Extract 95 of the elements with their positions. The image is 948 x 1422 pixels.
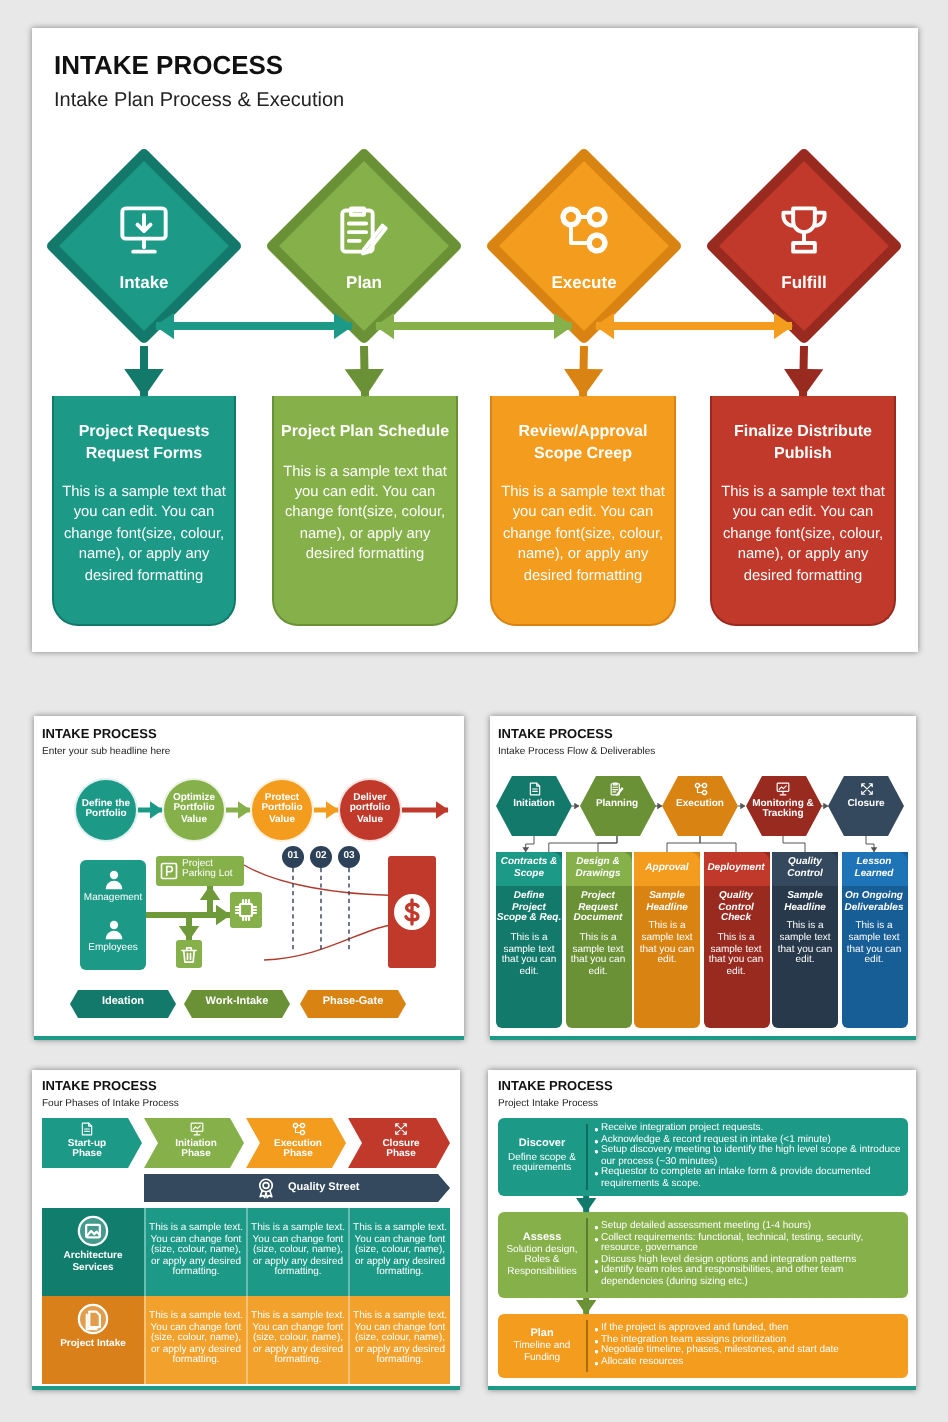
table-cell (348, 1296, 450, 1384)
curve-line (263, 924, 389, 961)
deliverable-column (565, 852, 631, 1028)
deliverable-column (772, 852, 838, 1028)
deliverable-column (496, 852, 562, 1028)
arrow (654, 803, 663, 809)
number-badge (282, 846, 304, 868)
process-card (272, 396, 458, 626)
icon-tile (230, 892, 262, 928)
arrow (181, 915, 197, 941)
step-diamond (704, 146, 904, 346)
step-label: Plan (346, 274, 382, 294)
deliverable-column (634, 852, 700, 1028)
step-circle (250, 778, 314, 842)
number-badge (338, 846, 360, 868)
step-label: Execute (551, 274, 617, 294)
step-diamond (44, 146, 244, 346)
dashed-line (348, 867, 350, 953)
process-card (710, 396, 896, 626)
chevron-arrow (129, 346, 159, 398)
table-cell (348, 1208, 450, 1296)
stage-hexagon (496, 776, 572, 836)
bracket-line (699, 835, 737, 853)
card-heading: Review/Approval Scope Creep (516, 422, 650, 464)
arrow (865, 835, 877, 853)
card-heading: Finalize Distribute Publish (732, 422, 874, 464)
chevron-arrow (350, 345, 379, 398)
bracket-line (597, 835, 618, 853)
stage-hexagon (662, 776, 738, 836)
process-band (498, 1118, 908, 1196)
deliverable-column (841, 852, 907, 1028)
table-cell (144, 1208, 246, 1296)
arrow (314, 803, 339, 817)
row-header (42, 1296, 144, 1384)
step-label: Fulfill (781, 274, 827, 294)
process-card (490, 396, 676, 626)
phase-bar (70, 990, 176, 1018)
chevron-arrow (569, 345, 598, 398)
arrow (210, 907, 231, 923)
arrow (523, 835, 535, 853)
arrow (571, 803, 580, 809)
deliverable-column (703, 852, 769, 1028)
table-cell (246, 1296, 348, 1384)
step-diamond (264, 146, 464, 346)
role-panel (80, 860, 146, 970)
table-cell (246, 1208, 348, 1296)
slide-panel (34, 716, 464, 1040)
curve-line (243, 864, 389, 896)
step-diamond (484, 146, 684, 346)
number-badge (310, 846, 332, 868)
phase-bar (184, 990, 290, 1018)
process-card (52, 396, 236, 626)
stage-hexagon (579, 776, 655, 836)
stage-hexagon (828, 776, 904, 836)
arrow (737, 803, 746, 809)
step-circle (74, 778, 138, 842)
arrow (202, 885, 218, 915)
stream-banner (144, 1174, 450, 1202)
chevron-arrow (789, 345, 818, 398)
slide-panel (32, 28, 918, 652)
arrow (578, 1298, 594, 1315)
slide-panel (490, 716, 916, 1040)
slide-panel (488, 1070, 916, 1390)
double-arrow (155, 316, 353, 336)
bracket-line (782, 835, 806, 853)
arrow (820, 803, 829, 809)
arrow (226, 803, 251, 817)
dashed-line (320, 867, 322, 953)
label-tag (156, 856, 244, 886)
step-circle (162, 778, 226, 842)
step-label: Intake (119, 274, 169, 294)
slide-panel (32, 1070, 460, 1390)
slide-subtitle: Intake Plan Process & Execution (54, 90, 345, 113)
double-arrow (375, 316, 573, 336)
phase-bar (300, 990, 406, 1018)
arrow (578, 1196, 594, 1213)
phase-banner (246, 1118, 346, 1168)
step-circle (338, 778, 402, 842)
icon-tile (176, 940, 202, 968)
phase-banner (144, 1118, 244, 1168)
process-band (498, 1212, 908, 1298)
dashed-line (292, 867, 294, 953)
phase-banner (42, 1118, 142, 1168)
double-arrow (595, 316, 793, 336)
card-heading: Project Requests Request Forms (76, 422, 212, 464)
card-heading: Project Plan Schedule (280, 422, 450, 443)
row-header (42, 1208, 144, 1296)
phase-banner (348, 1118, 450, 1168)
icon-tile (388, 856, 436, 968)
stage-hexagon (745, 776, 821, 836)
slide-title: INTAKE PROCESS (54, 52, 284, 82)
process-band (498, 1314, 908, 1378)
arrow (138, 803, 163, 817)
arrow (402, 803, 449, 817)
table-cell (144, 1296, 246, 1384)
